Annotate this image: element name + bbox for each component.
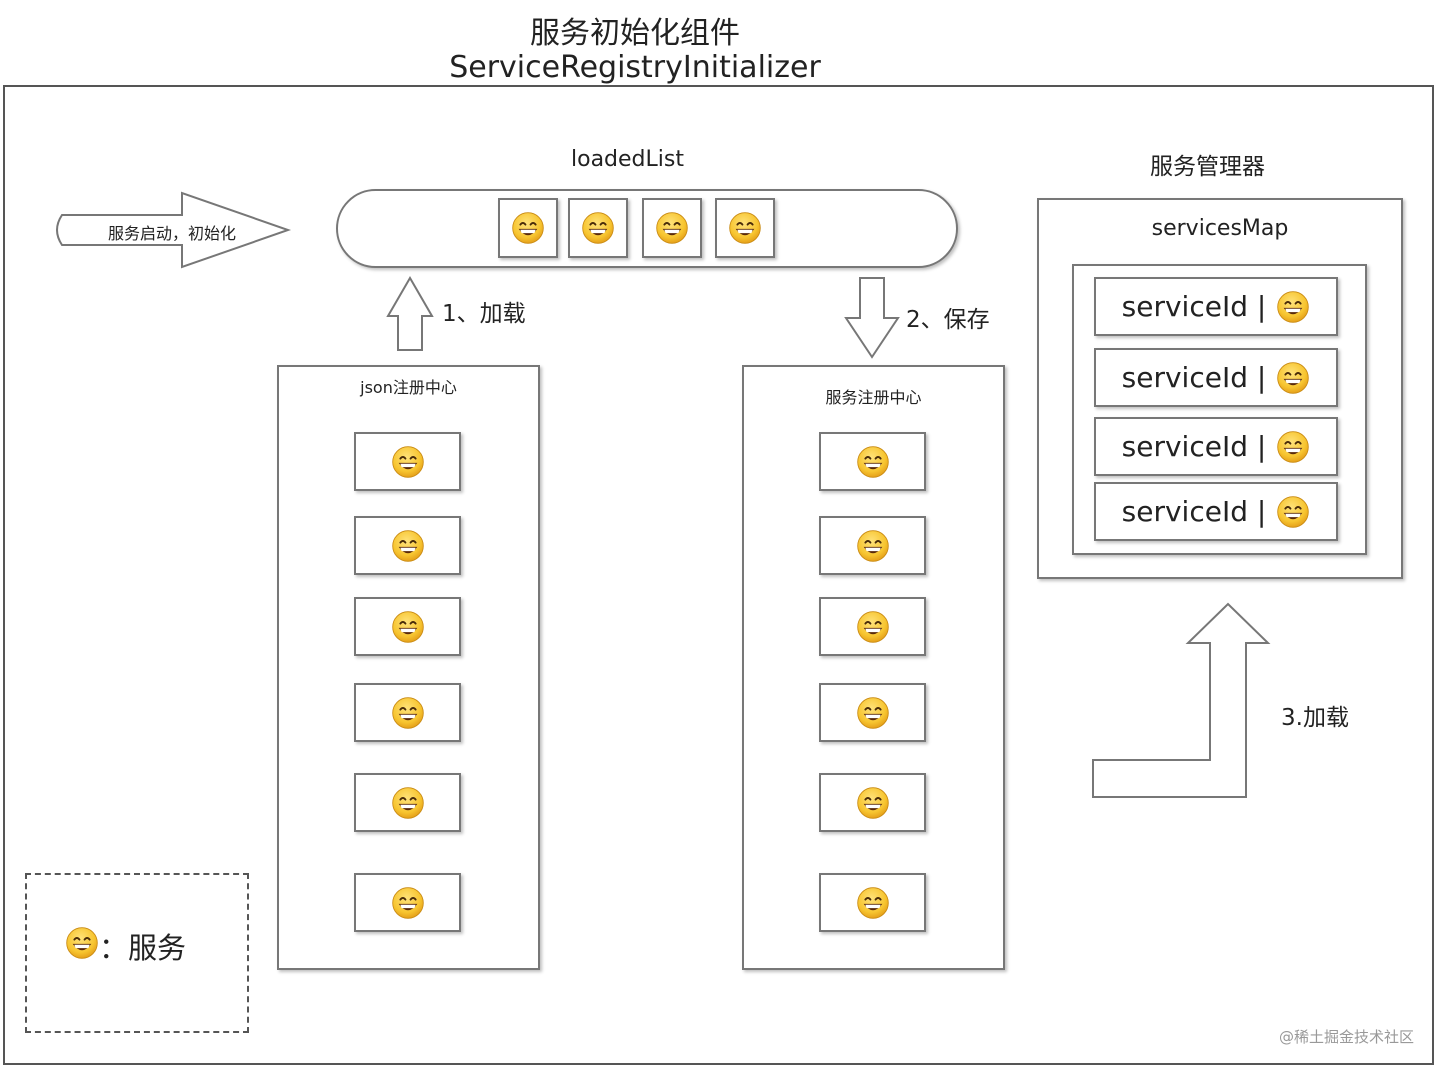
legend [25, 873, 249, 1033]
loaded-list-item [642, 198, 702, 258]
services-map-entry: serviceId | [1094, 482, 1338, 541]
service-id-label: serviceId | [1121, 495, 1267, 528]
start-arrow-label: 服务启动，初始化 [107, 224, 236, 243]
grinning-face-icon [856, 610, 890, 644]
grinning-face-icon [391, 786, 425, 820]
services-map-entry: serviceId | [1094, 277, 1338, 336]
step-load-label: 1、加载 [442, 301, 526, 327]
grinning-face-icon [391, 529, 425, 563]
service-manager-title: 服务管理器 [1150, 154, 1265, 180]
grinning-face-icon [856, 529, 890, 563]
grinning-face-icon [391, 610, 425, 644]
service-registry-item [819, 683, 926, 742]
loaded-list-title: loadedList [571, 147, 684, 172]
load-arrow-up [386, 276, 434, 351]
grinning-face-icon [391, 445, 425, 479]
grinning-face-icon [1276, 495, 1310, 529]
grinning-face-icon [65, 926, 99, 960]
service-registry-item [819, 432, 926, 491]
grinning-face-icon [391, 886, 425, 920]
grinning-face-icon [856, 696, 890, 730]
grinning-face-icon [511, 211, 545, 245]
loaded-list-item [498, 198, 558, 258]
grinning-face-icon [728, 211, 762, 245]
json-registry-item [354, 516, 461, 575]
grinning-face-icon [856, 445, 890, 479]
service-registry-item [819, 597, 926, 656]
start-arrow-shape [56, 191, 292, 269]
watermark: @稀土掘金技术社区 [1278, 1028, 1414, 1046]
diagram-title-en: ServiceRegistryInitializer [449, 50, 821, 85]
json-registry-title: json注册中心 [360, 378, 457, 397]
service-registry-item [819, 873, 926, 932]
service-id-label: serviceId | [1121, 361, 1267, 394]
grinning-face-icon [856, 886, 890, 920]
grinning-face-icon [655, 211, 689, 245]
step-load3-label: 3.加载 [1281, 705, 1349, 731]
load-arrow-bend [1092, 602, 1271, 798]
service-registry-item [819, 773, 926, 832]
json-registry-item [354, 597, 461, 656]
grinning-face-icon [391, 696, 425, 730]
grinning-face-icon [1276, 430, 1310, 464]
services-map-title: servicesMap [1151, 216, 1289, 241]
diagram-title-cn: 服务初始化组件 [530, 16, 740, 51]
grinning-face-icon [856, 786, 890, 820]
service-registry-item [819, 516, 926, 575]
grinning-face-icon [581, 211, 615, 245]
service-id-label: serviceId | [1121, 430, 1267, 463]
grinning-face-icon [1276, 290, 1310, 324]
legend-entry: ：服务 [65, 925, 186, 967]
services-map-entry: serviceId | [1094, 348, 1338, 407]
service-id-label: serviceId | [1121, 290, 1267, 323]
json-registry-item [354, 432, 461, 491]
json-registry-item [354, 873, 461, 932]
grinning-face-icon [1276, 361, 1310, 395]
legend-text: ：服务 [99, 931, 187, 965]
component-frame [3, 85, 1434, 1065]
loaded-list-item [715, 198, 775, 258]
json-registry-item [354, 773, 461, 832]
loaded-list-item [568, 198, 628, 258]
save-arrow-down [844, 277, 900, 359]
json-registry-item [354, 683, 461, 742]
services-map-entry: serviceId | [1094, 417, 1338, 476]
step-save-label: 2、保存 [906, 307, 990, 333]
service-registry-title: 服务注册中心 [825, 388, 922, 407]
